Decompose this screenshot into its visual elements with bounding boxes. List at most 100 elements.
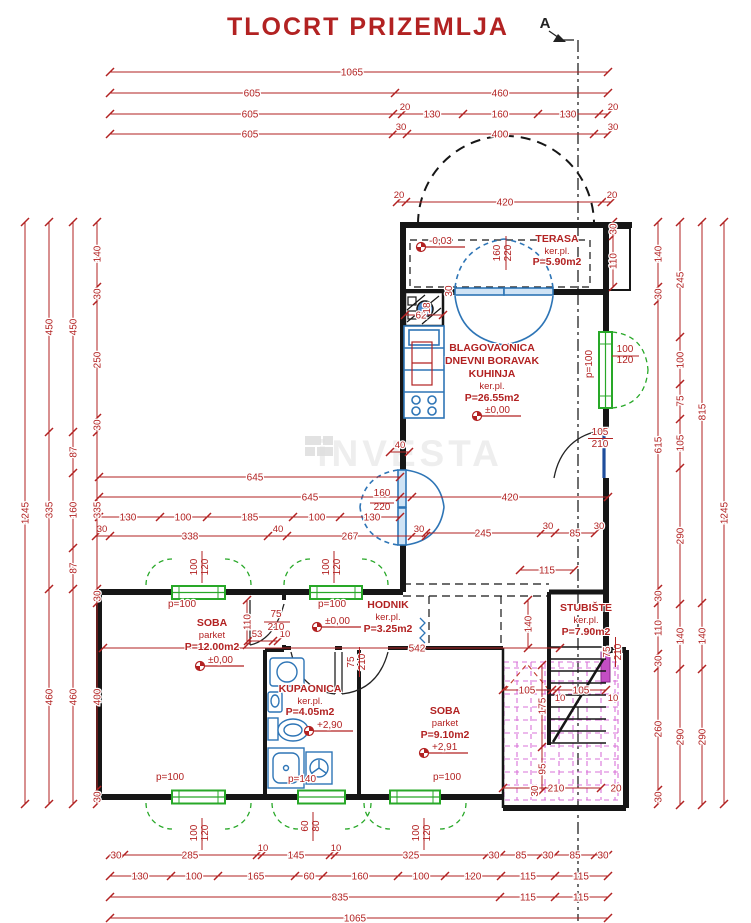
dim-label: 460 bbox=[45, 688, 56, 705]
dim-label: 1245 bbox=[720, 501, 731, 524]
dim-label: 85 bbox=[569, 529, 581, 540]
dim-label: 30 bbox=[654, 791, 665, 803]
dim-label: 210 bbox=[548, 784, 565, 795]
dim-label: 338 bbox=[182, 532, 199, 543]
dim-label: 75 bbox=[676, 395, 687, 407]
dim-label: 115 bbox=[520, 872, 536, 883]
dim-label: 645 bbox=[247, 473, 264, 484]
dim-label: 420 bbox=[502, 493, 519, 504]
level-marker: +2,90 bbox=[303, 719, 353, 737]
dim-label: 53 bbox=[252, 629, 263, 640]
plan-text: P=7.90m2 bbox=[562, 626, 611, 638]
dim-label: 30 bbox=[654, 288, 665, 300]
level-marker: ±0,00 bbox=[194, 654, 244, 672]
dim-label: 450 bbox=[69, 318, 80, 335]
dim-chain-h: 40 bbox=[385, 439, 414, 457]
plan-text: KUHINJA bbox=[469, 368, 516, 380]
dim-chain-h: 53 10 bbox=[243, 628, 292, 646]
dim-label: 62 bbox=[415, 311, 427, 322]
dim-label: 245 bbox=[676, 271, 687, 288]
kitchen-counter bbox=[403, 325, 445, 419]
plan-text: 210 bbox=[592, 439, 609, 450]
dim-label: 105 bbox=[573, 686, 590, 697]
chimney-flue bbox=[416, 300, 434, 318]
doors-and-fixtures bbox=[249, 238, 606, 789]
dim-label: 10 bbox=[331, 843, 342, 854]
plan-text: p=100 bbox=[168, 599, 197, 610]
dim-label: 815 bbox=[698, 403, 709, 420]
dim-label: 30 bbox=[93, 791, 104, 803]
dim-label: 115 bbox=[573, 872, 589, 883]
dim-label: 245 bbox=[475, 529, 492, 540]
plan-text: P=3.25m2 bbox=[364, 623, 413, 635]
plan-text: ker.pl. bbox=[544, 246, 569, 257]
level-label: +2,90 bbox=[317, 720, 343, 731]
dim-label: 110 bbox=[609, 253, 620, 269]
dim-label: 60 bbox=[303, 872, 315, 883]
dim-label: 95 bbox=[538, 763, 549, 775]
dim-label: 85 bbox=[515, 851, 527, 862]
plan-text: 60 bbox=[300, 820, 311, 832]
window-north-2 bbox=[283, 558, 389, 600]
dim-label: 605 bbox=[244, 89, 261, 100]
dim-label: 20 bbox=[607, 190, 618, 201]
level-label: ±0,00 bbox=[485, 405, 510, 416]
dim-label: 615 bbox=[654, 436, 665, 453]
dim-label: 105 bbox=[676, 434, 687, 451]
dim-label: 20 bbox=[400, 102, 411, 113]
dim-label: 100 bbox=[413, 872, 430, 883]
plan-text: P=26.55m2 bbox=[465, 392, 520, 404]
plan-text: 30 bbox=[530, 785, 541, 797]
dim-label: 542 bbox=[409, 644, 426, 655]
page-title: TLOCRT PRIZEMLJA bbox=[227, 13, 509, 41]
dim-label: 30 bbox=[609, 223, 620, 235]
dim-label: 130 bbox=[120, 513, 137, 524]
radiator bbox=[419, 617, 426, 644]
dim-chain-v: 110 bbox=[241, 595, 255, 650]
dim-label: 30 bbox=[97, 524, 108, 535]
plan-text: STUBIŠTE bbox=[560, 601, 612, 614]
window-south-3 bbox=[363, 789, 467, 830]
dim-label: 30 bbox=[110, 851, 122, 862]
dim-label: 40 bbox=[395, 440, 406, 451]
plan-text: SOBA bbox=[197, 617, 228, 629]
plan-text: KUPAONICA bbox=[279, 683, 342, 695]
dim-label: 10 bbox=[280, 629, 291, 640]
level-marker: -0,03 bbox=[415, 235, 465, 253]
dim-label: 30 bbox=[654, 655, 665, 667]
dim-label: 87 bbox=[69, 446, 80, 458]
level-label: +2,91 bbox=[432, 742, 458, 753]
plan-text: p=140 bbox=[288, 774, 317, 785]
dim-label: 115 bbox=[520, 893, 536, 904]
plan-text: p=100 bbox=[318, 599, 347, 610]
dim-label: 30 bbox=[93, 419, 104, 431]
dim-chain-h: 62 bbox=[400, 309, 448, 323]
dim-label: 290 bbox=[676, 527, 687, 544]
dim-label: 250 bbox=[93, 351, 104, 368]
dim-label: 165 bbox=[248, 872, 265, 883]
plan-text: 30 bbox=[444, 285, 455, 297]
dim-label: 1065 bbox=[344, 914, 367, 923]
plan-text: 100 bbox=[411, 824, 422, 841]
bathroom-fixtures bbox=[267, 657, 333, 789]
dim-label: 105 bbox=[519, 686, 536, 697]
plan-text: 120 bbox=[617, 355, 634, 366]
dim-label: 185 bbox=[242, 513, 259, 524]
dim-label: 110 bbox=[654, 620, 665, 636]
dim-label: 130 bbox=[364, 513, 381, 524]
plan-text: 75 bbox=[346, 656, 357, 668]
